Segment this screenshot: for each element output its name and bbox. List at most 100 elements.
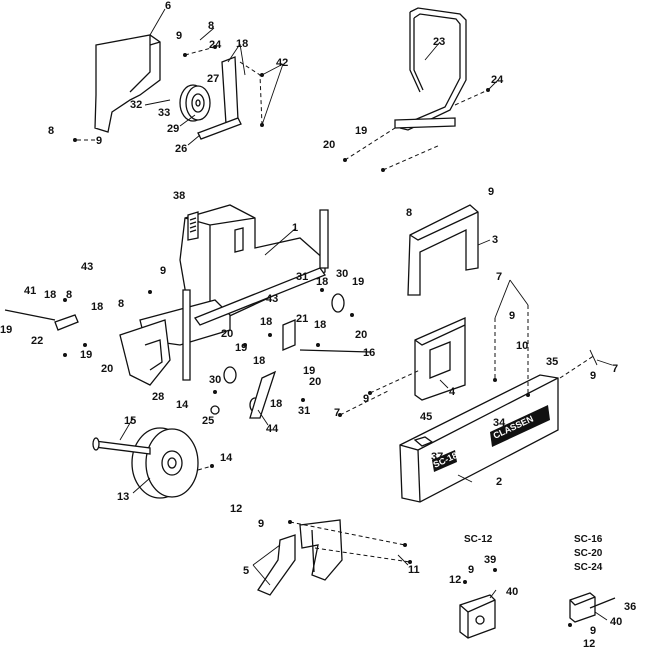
foot-parts-5 bbox=[257, 519, 343, 596]
callout-10: 10 bbox=[516, 340, 528, 352]
callout-8: 8 bbox=[66, 289, 72, 301]
side-plate-part-4 bbox=[414, 317, 466, 401]
bracket-part-27 bbox=[221, 56, 239, 125]
callout-18: 18 bbox=[260, 316, 272, 328]
callout-19: 19 bbox=[0, 324, 12, 336]
callout-24: 24 bbox=[209, 39, 222, 51]
callout-18: 18 bbox=[253, 355, 265, 367]
callout-5: 5 bbox=[243, 565, 249, 577]
callout-30: 30 bbox=[336, 268, 348, 280]
callout-8: 8 bbox=[48, 125, 54, 137]
callout-8: 8 bbox=[406, 207, 412, 219]
callout-28: 28 bbox=[152, 391, 164, 403]
callout-18: 18 bbox=[236, 38, 248, 50]
callout-31: 31 bbox=[298, 405, 310, 417]
callout-6: 6 bbox=[165, 0, 171, 12]
callout-9: 9 bbox=[590, 625, 596, 637]
model-label-sc20: SC-20 bbox=[574, 548, 603, 559]
leader-lines bbox=[119, 8, 613, 621]
callout-38: 38 bbox=[173, 190, 185, 202]
callout-20: 20 bbox=[309, 376, 321, 388]
callout-9: 9 bbox=[590, 370, 596, 382]
callout-45: 45 bbox=[420, 411, 432, 423]
callout-34: 34 bbox=[493, 417, 506, 429]
callout-14: 14 bbox=[176, 399, 189, 411]
bracket-sc12-part-40 bbox=[459, 594, 496, 639]
callout-4: 4 bbox=[449, 386, 456, 398]
handle-part-23 bbox=[394, 7, 467, 131]
callout-18: 18 bbox=[314, 319, 326, 331]
callout-8: 8 bbox=[118, 298, 124, 310]
callout-39: 39 bbox=[484, 554, 496, 566]
callout-18: 18 bbox=[44, 289, 56, 301]
hardware-dots bbox=[63, 45, 572, 627]
callout-9: 9 bbox=[363, 393, 369, 405]
callout-labels: 6 8 9 24 18 42 27 32 33 29 26 8 9 23 24 … bbox=[0, 0, 636, 650]
callout-44: 44 bbox=[266, 423, 279, 435]
callout-23: 23 bbox=[433, 36, 445, 48]
callout-16: 16 bbox=[363, 347, 375, 359]
callout-2: 2 bbox=[496, 476, 502, 488]
callout-9: 9 bbox=[468, 564, 474, 576]
callout-21: 21 bbox=[296, 313, 308, 325]
cover-panel-part-2 bbox=[399, 374, 559, 503]
belt-guard-part-6 bbox=[94, 34, 161, 133]
callout-20: 20 bbox=[355, 329, 367, 341]
callout-40: 40 bbox=[506, 586, 518, 598]
callout-22: 22 bbox=[31, 335, 43, 347]
callout-9: 9 bbox=[488, 186, 494, 198]
plate-part-3 bbox=[407, 204, 479, 296]
callout-12: 12 bbox=[449, 574, 461, 586]
model-label-sc12: SC-12 bbox=[464, 534, 493, 545]
callout-31: 31 bbox=[296, 271, 308, 283]
model-labels: SC-12 SC-16 SC-20 SC-24 bbox=[464, 534, 603, 573]
callout-43: 43 bbox=[81, 261, 93, 273]
wheel-part-13 bbox=[131, 427, 199, 499]
callout-7: 7 bbox=[496, 271, 502, 283]
callout-9: 9 bbox=[96, 135, 102, 147]
callout-29: 29 bbox=[167, 123, 179, 135]
axle-part-15 bbox=[92, 437, 151, 455]
callout-33: 33 bbox=[158, 107, 170, 119]
callout-43: 43 bbox=[266, 293, 278, 305]
callout-42: 42 bbox=[276, 57, 288, 69]
callout-7: 7 bbox=[334, 407, 340, 419]
callout-19: 19 bbox=[352, 276, 364, 288]
small-hardware bbox=[4, 293, 616, 609]
callout-19: 19 bbox=[303, 365, 315, 377]
callout-1: 1 bbox=[292, 222, 298, 234]
callout-41: 41 bbox=[24, 285, 36, 297]
callout-3: 3 bbox=[492, 234, 498, 246]
callout-35: 35 bbox=[546, 356, 558, 368]
callout-24: 24 bbox=[491, 74, 504, 86]
callout-11: 11 bbox=[408, 564, 420, 576]
callout-20: 20 bbox=[323, 139, 335, 151]
callout-19: 19 bbox=[235, 342, 247, 354]
callout-20: 20 bbox=[221, 328, 233, 340]
callout-12: 12 bbox=[583, 638, 595, 650]
callout-18: 18 bbox=[316, 276, 328, 288]
callout-7: 7 bbox=[612, 363, 618, 375]
pulley-part-29 bbox=[179, 84, 211, 122]
callout-18: 18 bbox=[91, 301, 103, 313]
shaft-part-26 bbox=[197, 117, 242, 140]
callout-9: 9 bbox=[160, 265, 166, 277]
callout-9: 9 bbox=[176, 30, 182, 42]
callout-13: 13 bbox=[117, 491, 129, 503]
model-label-sc24: SC-24 bbox=[574, 562, 603, 573]
main-frame-part-1 bbox=[119, 204, 329, 386]
callout-8: 8 bbox=[208, 20, 214, 32]
model-label-sc16: SC-16 bbox=[574, 534, 603, 545]
callout-30: 30 bbox=[209, 374, 221, 386]
callout-37: 37 bbox=[431, 451, 443, 463]
callout-19: 19 bbox=[80, 349, 92, 361]
callout-25: 25 bbox=[202, 415, 214, 427]
callout-20: 20 bbox=[101, 363, 113, 375]
callout-15: 15 bbox=[124, 415, 136, 427]
callout-40: 40 bbox=[610, 616, 622, 628]
callout-9: 9 bbox=[258, 518, 264, 530]
callout-12: 12 bbox=[230, 503, 242, 515]
callout-14: 14 bbox=[220, 452, 233, 464]
callout-27: 27 bbox=[207, 73, 219, 85]
